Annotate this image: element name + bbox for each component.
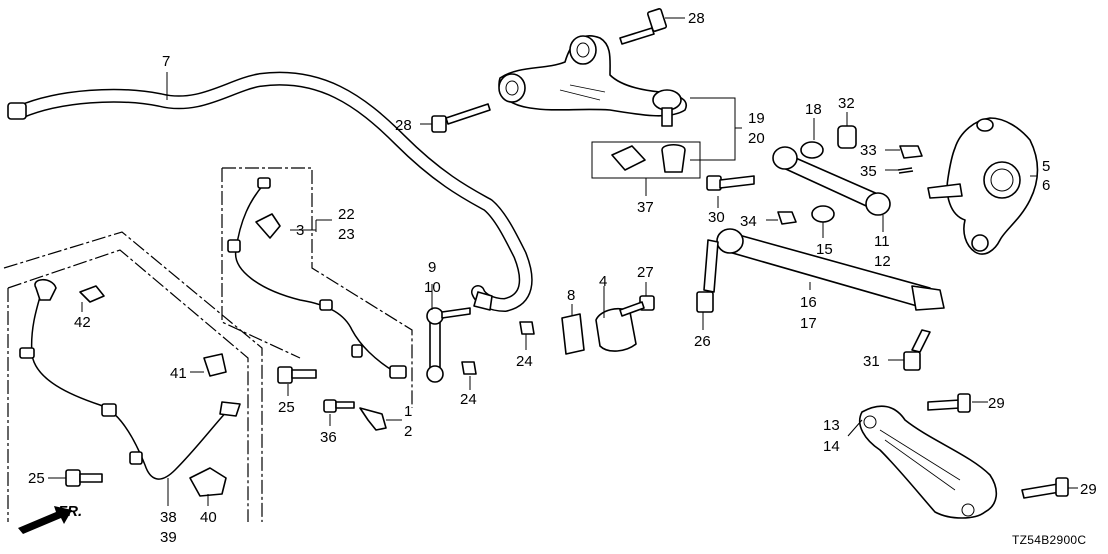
- bolt-25-lower[interactable]: [65, 469, 103, 487]
- callout-9: 9: [428, 259, 436, 276]
- nut-24-a[interactable]: [519, 321, 535, 335]
- bolt-29-upper[interactable]: [927, 393, 971, 413]
- callout-32: 32: [838, 95, 855, 112]
- stabilizer-link[interactable]: [426, 307, 471, 383]
- bolt-26[interactable]: [696, 239, 719, 313]
- callout-42: 42: [74, 314, 91, 331]
- callout-11: 11: [874, 233, 890, 250]
- boot-kit[interactable]: [591, 141, 701, 179]
- bolt-28-top[interactable]: [619, 8, 668, 45]
- bolt-31[interactable]: [903, 329, 931, 371]
- abs-sensor-wire-upper[interactable]: [227, 177, 407, 379]
- callout-7: 7: [162, 53, 170, 70]
- bolt-36[interactable]: [323, 399, 355, 413]
- lower-arm-16[interactable]: [716, 228, 945, 311]
- callout-36: 36: [320, 429, 337, 446]
- callout-34: 34: [740, 213, 757, 230]
- callout-18: 18: [805, 101, 822, 118]
- callout-12: 12: [874, 253, 891, 270]
- callout-27: 27: [637, 264, 654, 281]
- callout-16: 16: [800, 294, 817, 311]
- washer-15[interactable]: [811, 205, 835, 223]
- callout-4: 4: [599, 273, 607, 290]
- callout-28-mid: 28: [395, 117, 412, 134]
- stabilizer-bracket[interactable]: [595, 308, 637, 352]
- spring-35[interactable]: [897, 167, 914, 174]
- callout-29-upper: 29: [988, 395, 1005, 412]
- callout-26: 26: [694, 333, 711, 350]
- callout-25-lower: 25: [28, 470, 45, 487]
- upper-arm[interactable]: [498, 35, 687, 127]
- callout-37: 37: [637, 199, 654, 216]
- callout-24-a: 24: [516, 353, 533, 370]
- bolt-25-upper[interactable]: [277, 366, 317, 384]
- link-11[interactable]: [772, 146, 891, 216]
- abs-sensor-wire-lower[interactable]: [19, 278, 241, 480]
- callout-20: 20: [748, 130, 765, 147]
- diagram-code: TZ54B2900C: [1012, 533, 1086, 547]
- callout-22: 22: [338, 206, 355, 223]
- bolt-27[interactable]: [619, 295, 655, 317]
- callout-8: 8: [567, 287, 575, 304]
- callout-6: 6: [1042, 177, 1050, 194]
- callout-2: 2: [404, 423, 412, 440]
- callout-19: 19: [748, 110, 765, 127]
- callout-25-upper: 25: [278, 399, 295, 416]
- washer-18[interactable]: [800, 141, 824, 159]
- callout-41: 41: [170, 365, 187, 382]
- callout-14: 14: [823, 438, 840, 455]
- callout-33: 33: [860, 142, 877, 159]
- sensor-bracket-3[interactable]: [255, 213, 281, 239]
- stabilizer-bushing[interactable]: [561, 313, 585, 355]
- callout-23: 23: [338, 226, 355, 243]
- leader-lines: [48, 17, 1078, 506]
- clip-1[interactable]: [359, 407, 387, 431]
- bolt-28-mid[interactable]: [431, 103, 491, 133]
- callout-30: 30: [708, 209, 725, 226]
- nut-24-b[interactable]: [461, 361, 477, 375]
- callout-1: 1: [404, 403, 412, 420]
- callout-24-b: 24: [460, 391, 477, 408]
- callout-5: 5: [1042, 158, 1050, 175]
- front-indicator-label: FR.: [58, 503, 82, 520]
- nut-33[interactable]: [899, 145, 923, 159]
- nut-34[interactable]: [777, 211, 797, 225]
- knuckle[interactable]: [927, 117, 1039, 255]
- callout-15: 15: [816, 241, 833, 258]
- callout-31: 31: [863, 353, 880, 370]
- stabilizer-bar[interactable]: [7, 71, 533, 313]
- trailing-arm[interactable]: [858, 405, 998, 519]
- callout-10: 10: [424, 279, 441, 296]
- sensor-40[interactable]: [189, 467, 227, 497]
- clip-41[interactable]: [203, 353, 227, 377]
- callout-28-top: 28: [688, 10, 705, 27]
- callout-38: 38: [160, 509, 177, 526]
- sensor-group-outline: [3, 167, 413, 522]
- callout-29-lower: 29: [1080, 481, 1097, 498]
- callout-40: 40: [200, 509, 217, 526]
- bolt-29-lower[interactable]: [1021, 477, 1069, 499]
- callout-39: 39: [160, 529, 177, 546]
- callout-17: 17: [800, 315, 817, 332]
- callout-labels: 7 28 28 19 20 37 18 32 33 35 5 6 11 12 3…: [28, 10, 1097, 546]
- front-arrow-icon: [18, 506, 72, 534]
- callout-35: 35: [860, 163, 877, 180]
- bolt-30[interactable]: [706, 175, 755, 191]
- bushing-32[interactable]: [837, 125, 857, 149]
- callout-13: 13: [823, 417, 840, 434]
- clip-42[interactable]: [79, 285, 105, 303]
- callout-3: 3: [296, 222, 304, 239]
